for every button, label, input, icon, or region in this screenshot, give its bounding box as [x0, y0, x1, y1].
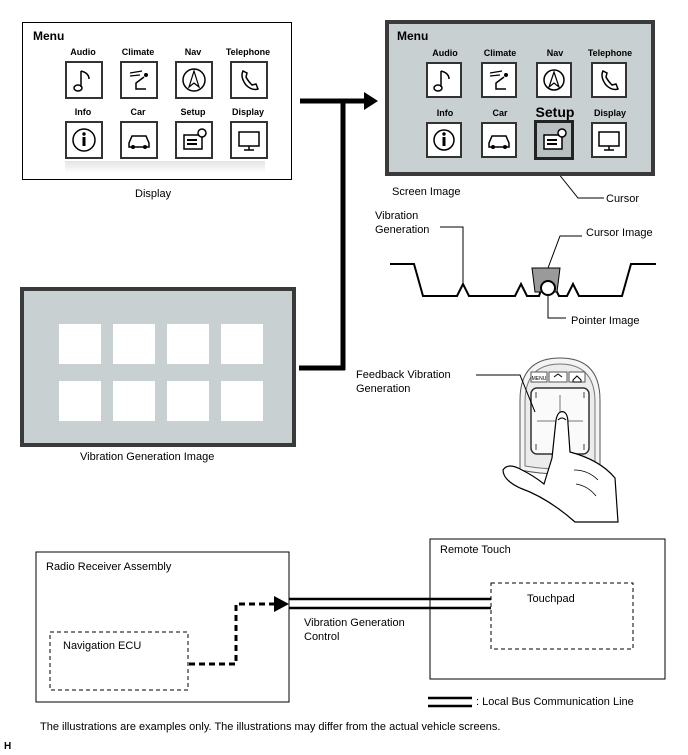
display-label-telephone: Telephone [225, 47, 271, 57]
info-tile[interactable] [65, 121, 103, 159]
screen-label-car: Car [492, 108, 508, 118]
display-panel: Menu Audio Climate Nav Telephone Info Ca… [22, 22, 292, 180]
music-note-icon [73, 70, 90, 92]
screen-telephone-tile[interactable] [591, 62, 627, 98]
screen-panel: Menu Audio Climate Nav Telephone Info Ca… [385, 20, 655, 176]
display-caption: Display [135, 188, 172, 200]
cursor-image-label: Cursor Image [586, 227, 653, 239]
vibration-profile [390, 226, 656, 319]
local-bus-line [289, 597, 491, 610]
gear-window-icon [543, 128, 567, 150]
display-label-setup: Setup [180, 107, 206, 117]
display-label-climate: Climate [121, 47, 155, 57]
screen-menu-title: Menu [397, 29, 429, 43]
screen-caption: Screen Image [392, 186, 461, 198]
remote-touch-label: Remote Touch [440, 544, 511, 556]
vibration-square [59, 381, 101, 421]
vibration-square [113, 381, 155, 421]
reflection-shadow [65, 161, 265, 173]
info-icon [72, 128, 96, 152]
nav-tile[interactable] [175, 61, 213, 99]
ecu-dashed-path [189, 602, 276, 666]
screen-label-display: Display [593, 108, 626, 118]
corner-mark: H [4, 741, 12, 752]
legend-symbol [428, 696, 472, 708]
gear-window-icon [183, 128, 207, 150]
radio-receiver-box [35, 551, 290, 703]
screen-audio-tile[interactable] [426, 62, 462, 98]
screen-label-setup-highlighted: Setup [535, 104, 575, 120]
footnote: The illustrations are examples only. The… [40, 721, 501, 733]
seat-airflow-icon [129, 70, 148, 90]
vibration-square [167, 324, 209, 364]
display-label-info: Info [74, 107, 92, 117]
pointer-image-label: Pointer Image [571, 315, 640, 327]
display-tile[interactable] [230, 121, 268, 159]
cursor-label: Cursor [606, 193, 640, 205]
vibration-leader [440, 226, 464, 286]
signal-label-1: Vibration Generation [304, 617, 405, 629]
telephone-tile[interactable] [230, 61, 268, 99]
cursor-image-leader [547, 235, 582, 269]
touchpad-label: Touchpad [527, 593, 575, 605]
car-icon [488, 135, 510, 149]
vibration-square [221, 324, 263, 364]
feedback-leader [476, 374, 536, 413]
display-menu-title: Menu [33, 29, 65, 43]
phone-icon [601, 69, 619, 91]
screen-car-tile[interactable] [481, 122, 517, 158]
menu-key-label: MENU [532, 376, 547, 382]
car-icon [128, 135, 150, 149]
compass-icon [543, 69, 565, 91]
monitor-icon [238, 131, 260, 151]
screen-label-telephone: Telephone [587, 48, 633, 58]
music-note-icon [433, 70, 450, 92]
display-tile-grid: Audio Climate Nav Telephone Info Car Set… [59, 45, 281, 175]
display-label-car: Car [130, 107, 146, 117]
remote-touch-illustration: MENU [476, 357, 619, 523]
pointer-image-circle [540, 280, 556, 296]
pointer-image-leader [547, 296, 566, 319]
touchpad-box [490, 582, 634, 650]
display-label-display: Display [231, 107, 264, 117]
climate-tile[interactable] [120, 61, 158, 99]
setup-tile[interactable] [175, 121, 213, 159]
radio-receiver-label: Radio Receiver Assembly [46, 561, 172, 573]
screen-setup-tile-cursor[interactable] [534, 120, 574, 160]
vibration-square [113, 324, 155, 364]
display-label-nav: Nav [184, 47, 202, 57]
compass-icon [182, 68, 206, 92]
audio-tile[interactable] [65, 61, 103, 99]
hand [502, 411, 619, 523]
screen-label-info: Info [436, 108, 454, 118]
feedback-label-2: Generation [356, 383, 411, 395]
navigation-ecu-label: Navigation ECU [63, 640, 142, 652]
vibration-panel-caption: Vibration Generation Image [80, 451, 215, 463]
seat-airflow-icon [489, 70, 508, 90]
display-label-audio: Audio [70, 47, 96, 57]
vibration-generation-label-1: Vibration [375, 210, 419, 222]
car-tile[interactable] [120, 121, 158, 159]
feedback-label-1: Feedback Vibration [356, 369, 451, 381]
phone-icon [241, 69, 259, 91]
monitor-icon [598, 131, 620, 151]
screen-nav-tile[interactable] [536, 62, 572, 98]
info-icon [433, 129, 455, 151]
vibration-square [221, 381, 263, 421]
vibration-generation-label-2: Generation [375, 224, 430, 236]
screen-label-climate: Climate [483, 48, 517, 58]
signal-label-2: Control [304, 631, 340, 643]
screen-display-tile[interactable] [591, 122, 627, 158]
legend-label: : Local Bus Communication Line [476, 696, 634, 708]
screen-label-audio: Audio [432, 48, 458, 58]
screen-climate-tile[interactable] [481, 62, 517, 98]
main-connector [299, 92, 378, 371]
screen-label-nav: Nav [546, 48, 564, 58]
vibration-panel [20, 287, 296, 447]
screen-info-tile[interactable] [426, 122, 462, 158]
vibration-square [59, 324, 101, 364]
vibration-square [167, 381, 209, 421]
